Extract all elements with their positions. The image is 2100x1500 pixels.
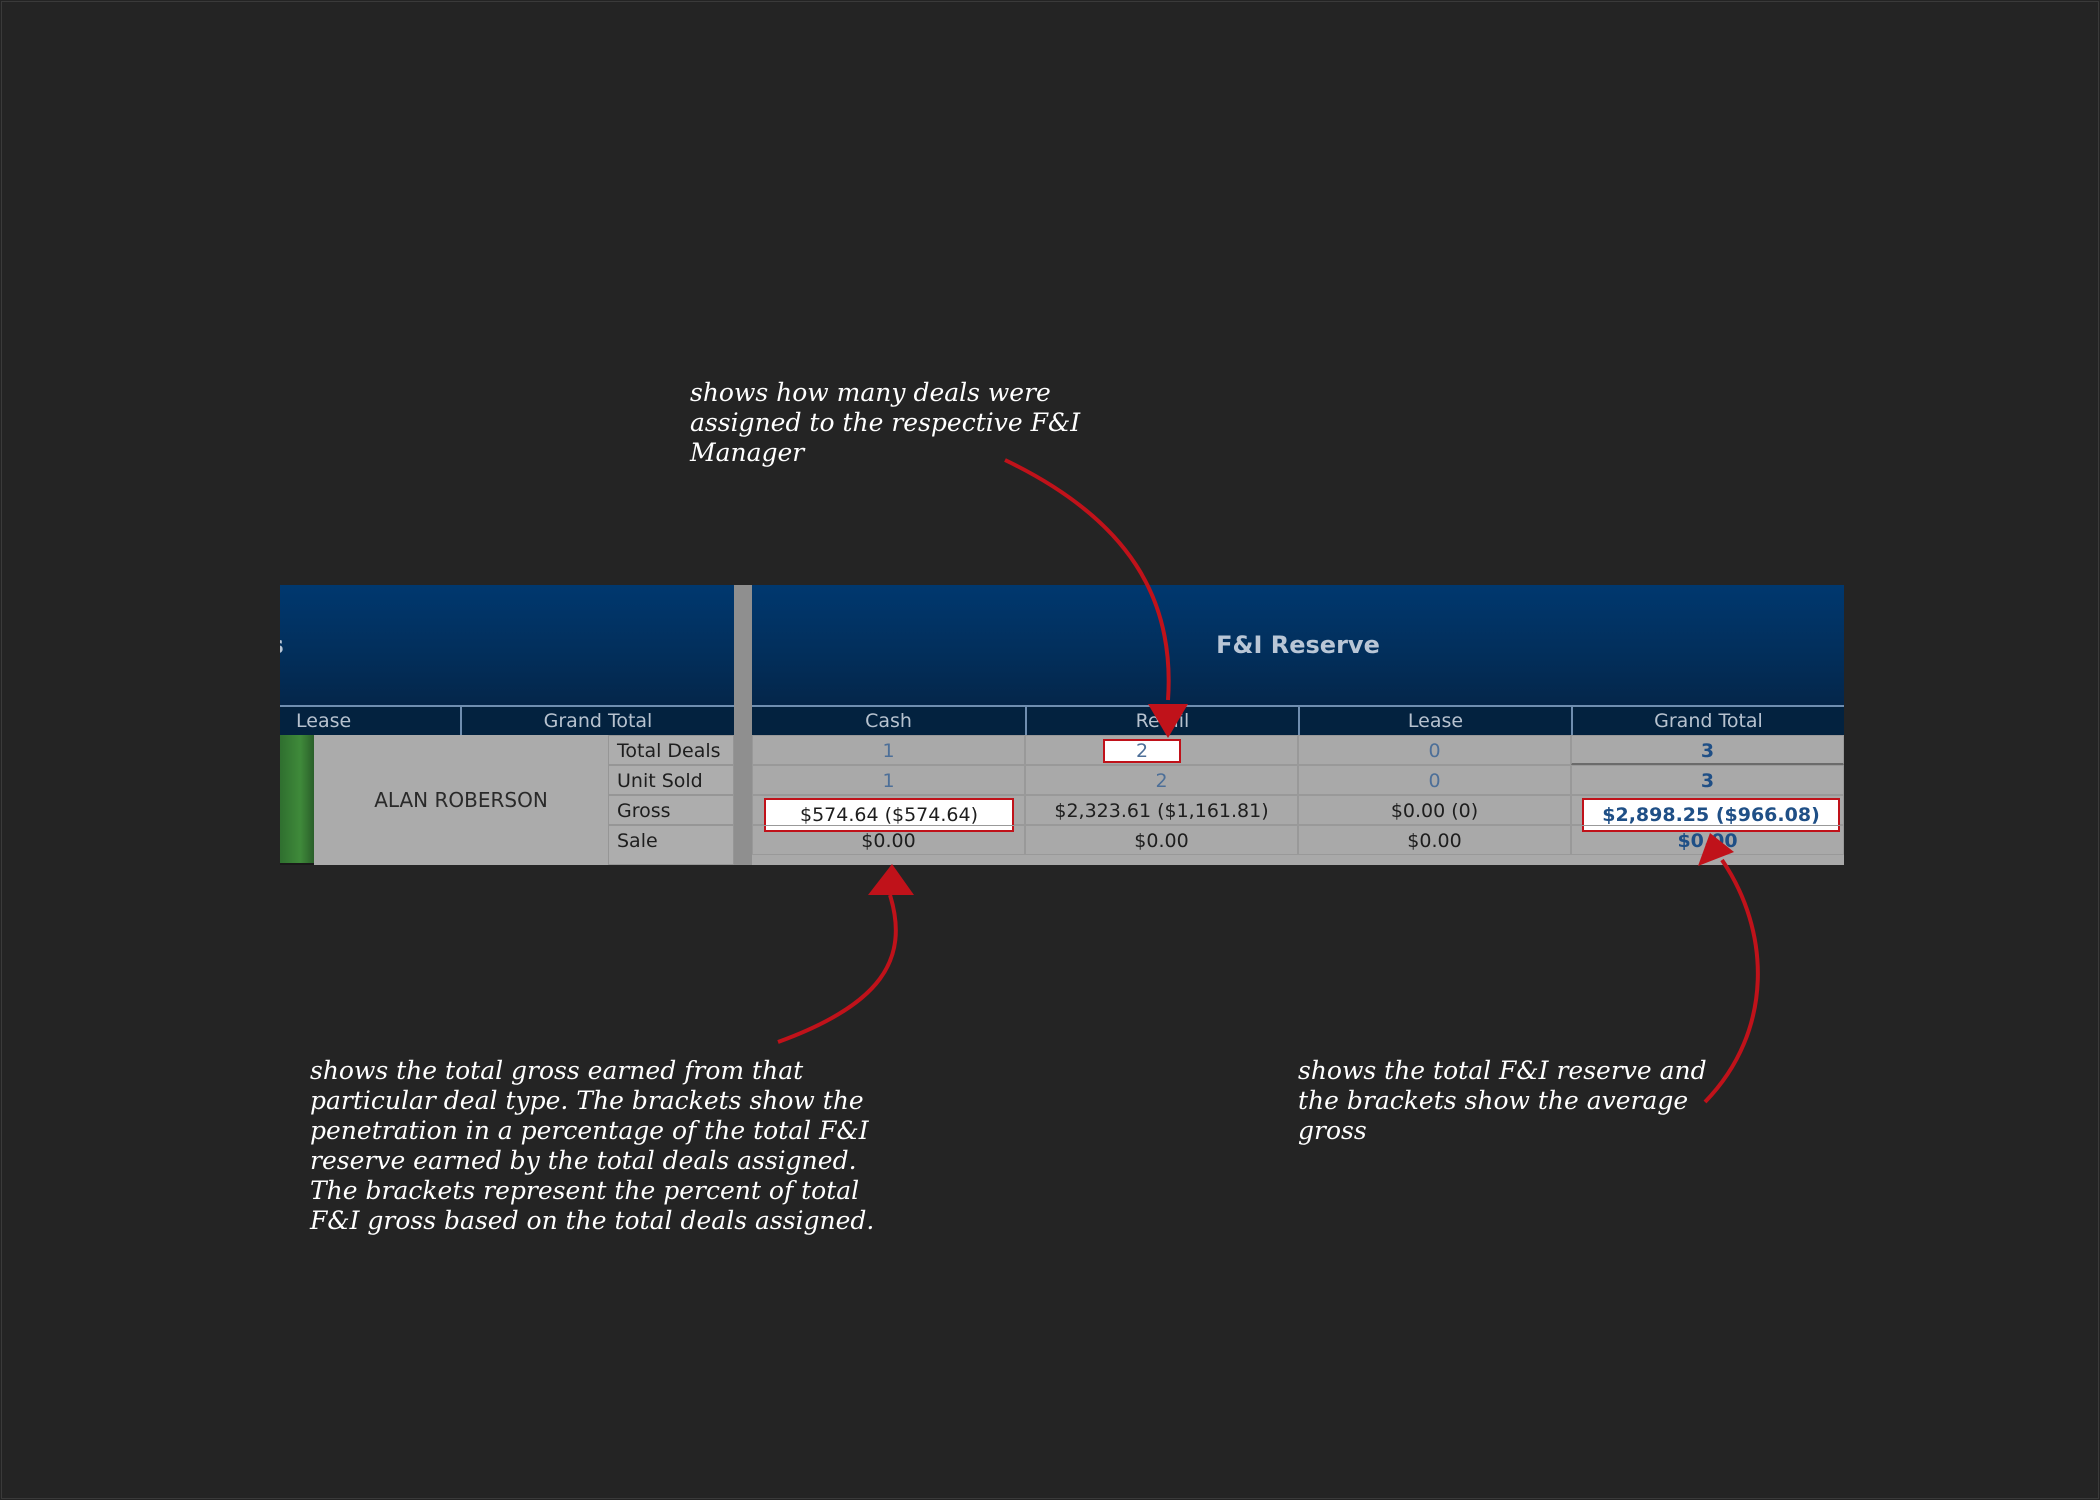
column-header-grand-total-left[interactable]: Grand Total: [460, 707, 734, 735]
total-deals-cash[interactable]: 1: [752, 735, 1025, 765]
label-gross: Gross: [608, 795, 734, 825]
column-header-lease-left[interactable]: Lease: [296, 710, 352, 732]
unit-sold-grand-total[interactable]: 3: [1571, 765, 1844, 795]
left-section-header: ts: [280, 585, 734, 705]
fi-reserve-grid: 1 2 0 3 1 2 0 3 $574.64 ($574.64) $2,323…: [752, 735, 1844, 865]
sale-lease[interactable]: $0.00: [1298, 825, 1571, 855]
metric-labels: Total Deals Unit Sold Gross Sale: [608, 735, 734, 865]
fi-reserve-header: F&I Reserve: [752, 585, 1844, 705]
label-total-deals: Total Deals: [608, 735, 734, 765]
total-deals-grand-total[interactable]: 3: [1571, 735, 1844, 765]
column-header-grand-total[interactable]: Grand Total: [1571, 707, 1844, 735]
column-header-cash[interactable]: Cash: [865, 710, 912, 732]
sale-retail[interactable]: $0.00: [1025, 825, 1298, 855]
column-header-lease[interactable]: Lease: [1298, 707, 1571, 735]
manager-color-tab: [280, 735, 314, 865]
label-unit-sold: Unit Sold: [608, 765, 734, 795]
column-header-retail[interactable]: Retail: [1025, 707, 1298, 735]
left-column-headers: Lease Grand Total: [280, 705, 734, 735]
unit-sold-cash[interactable]: 1: [752, 765, 1025, 795]
fi-reserve-column-headers: Cash Retail Lease Grand Total: [752, 705, 1844, 735]
total-deals-lease[interactable]: 0: [1298, 735, 1571, 765]
gross-retail[interactable]: $2,323.61 ($1,161.81): [1025, 795, 1298, 825]
manager-name[interactable]: ALAN ROBERSON: [314, 735, 608, 865]
unit-sold-lease[interactable]: 0: [1298, 765, 1571, 795]
gross-cash[interactable]: $574.64 ($574.64): [764, 798, 1014, 832]
annotation-reserve: shows the total F&I reserve and the brac…: [1298, 1056, 1707, 1145]
section-divider: [734, 585, 752, 865]
left-section-title: ts: [280, 585, 284, 705]
gross-lease[interactable]: $0.00 (0): [1298, 795, 1571, 825]
fi-reserve-title: F&I Reserve: [1216, 631, 1380, 659]
table-bottom-edge: [280, 863, 314, 865]
label-sale: Sale: [608, 825, 734, 865]
gross-grand-total[interactable]: $2,898.25 ($966.08): [1582, 798, 1840, 832]
annotation-gross: shows the total gross earned from that p…: [310, 1056, 875, 1235]
annotation-total-deals: shows how many deals were assigned to th…: [690, 378, 1081, 467]
sale-cash[interactable]: $0.00: [752, 825, 1025, 855]
fi-report-table: ts F&I Reserve Lease Grand Total Cash Re…: [280, 585, 1844, 865]
total-deals-retail[interactable]: 2: [1103, 739, 1181, 763]
sale-grand-total[interactable]: $0.00: [1571, 825, 1844, 855]
unit-sold-retail[interactable]: 2: [1025, 765, 1298, 795]
